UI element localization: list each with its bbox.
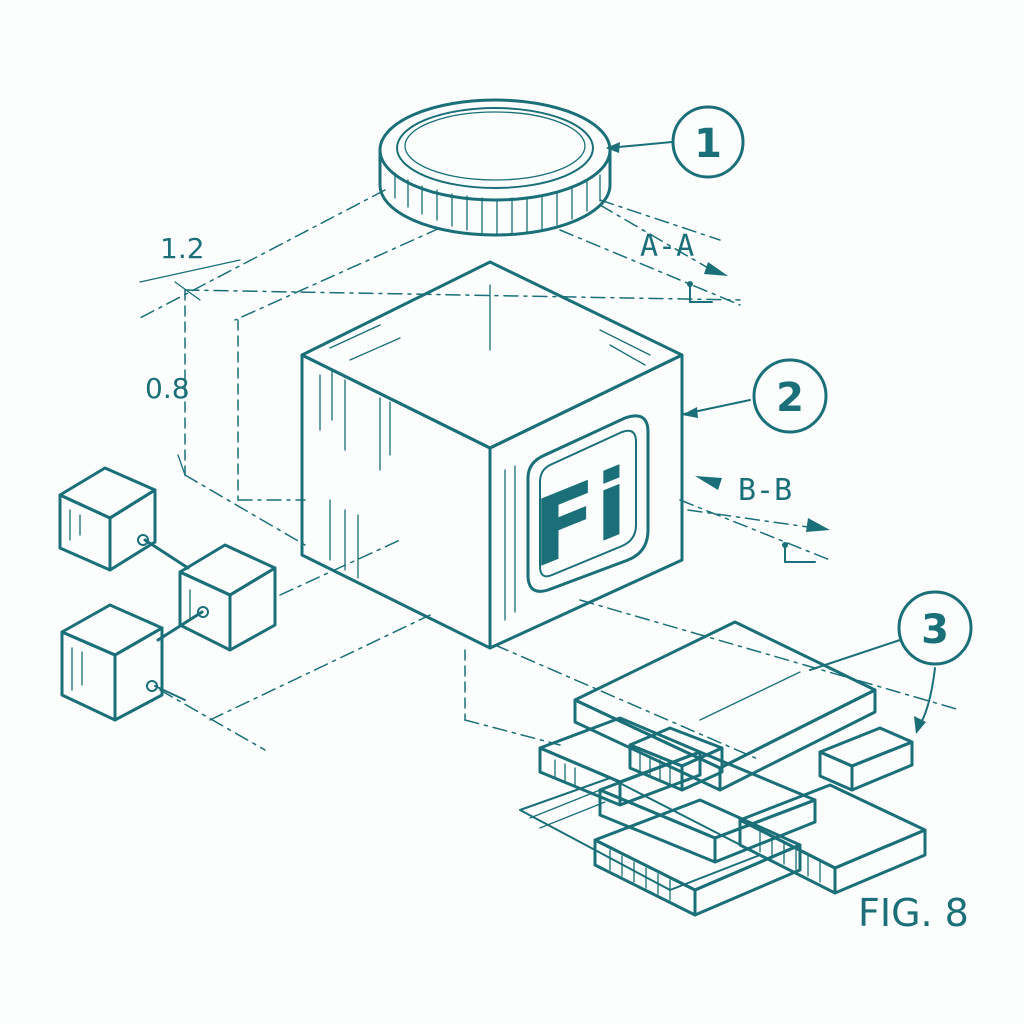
figure-label: FIG. 8 <box>858 891 969 935</box>
node-connectors <box>137 534 209 701</box>
section-b-marker: B-B <box>687 473 830 563</box>
dimension-height-label: 0.8 <box>145 372 190 405</box>
section-a-label: A-A <box>640 229 694 264</box>
node-cubes <box>58 466 277 722</box>
cube-hatching <box>319 284 651 621</box>
node-cube-c <box>60 603 164 722</box>
stack-top-board <box>573 620 877 792</box>
projection-lines <box>139 189 961 761</box>
stack-lower-tiles <box>593 783 927 917</box>
callout-3: 3 <box>809 590 973 734</box>
part-1-disc <box>378 98 612 237</box>
stack-chip <box>628 726 724 792</box>
dimension-width-label: 1.2 <box>160 232 205 265</box>
part-2-cube: Fi <box>300 260 684 650</box>
fi-logo-badge: Fi <box>526 414 650 593</box>
node-cube-a <box>58 466 157 572</box>
callout-1-number: 1 <box>694 121 722 167</box>
section-b-label: B-B <box>738 473 792 508</box>
node-cube-b <box>178 543 277 652</box>
dimension-marks <box>139 259 241 476</box>
callout-3-number: 3 <box>921 607 949 653</box>
stack-hatching <box>529 759 821 901</box>
disc-knurling <box>394 172 601 236</box>
callout-2: 2 <box>682 358 828 434</box>
part-3-stack <box>519 620 927 917</box>
section-a-marker: A-A <box>599 204 728 303</box>
callout-2-number: 2 <box>776 375 804 421</box>
callout-1: 1 <box>606 105 745 179</box>
